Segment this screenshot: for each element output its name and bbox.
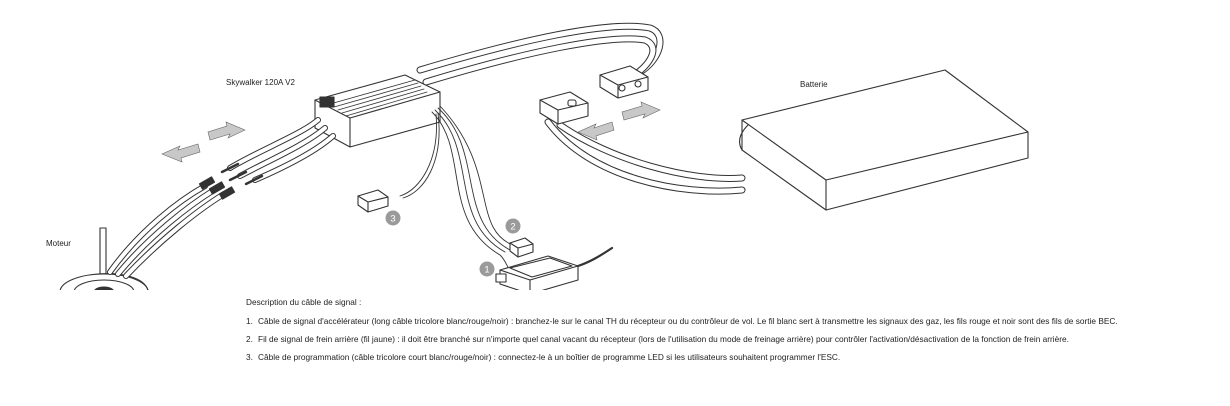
- item-text: Câble de signal d'accélérateur (long câb…: [258, 316, 1118, 326]
- battery-label: Batterie: [800, 80, 828, 89]
- arrow-icon: [161, 143, 201, 163]
- programming-connector: [357, 189, 389, 213]
- esc-signal-wires: [399, 105, 521, 281]
- svg-text:1: 1: [484, 265, 489, 276]
- item-text: Câble de programmation (câble tricolore …: [258, 352, 841, 362]
- diagram-drawing: 3 2 1: [59, 22, 1029, 290]
- svg-text:2: 2: [510, 222, 515, 233]
- esc-connector: [599, 65, 649, 99]
- callout-2: 2: [505, 218, 521, 234]
- item-number: 2.: [246, 334, 253, 344]
- esc-body: [314, 74, 441, 148]
- esc-battery-leads: [416, 22, 664, 86]
- battery-leads: [544, 118, 746, 195]
- receiver: [495, 246, 614, 290]
- description-item-2: 2. Fil de signal de frein arrière (fil ja…: [246, 333, 1206, 346]
- description-item-3: 3. Câble de programmation (câble tricolor…: [246, 351, 1206, 364]
- item-number: 3.: [246, 352, 253, 362]
- battery-connector: [539, 91, 589, 125]
- description-title: Description du câble de signal :: [246, 297, 362, 307]
- battery: [739, 69, 1029, 211]
- svg-text:3: 3: [390, 214, 395, 225]
- signal-cable-description: Description du câble de signal : 1. Câble…: [246, 296, 1206, 369]
- description-item-1: 1. Câble de signal d'accélérateur (long c…: [246, 315, 1206, 328]
- motor-leads: [107, 176, 236, 279]
- motor-label: Moteur: [46, 239, 71, 248]
- esc-label: Skywalker 120A V2: [226, 78, 295, 87]
- arrow-icon: [621, 101, 661, 121]
- callout-3: 3: [385, 210, 401, 226]
- item-text: Fil de signal de frein arrière (fil jaun…: [258, 334, 1069, 344]
- esc-motor-leads: [220, 117, 336, 186]
- callout-1: 1: [479, 261, 495, 277]
- description-list: 1. Câble de signal d'accélérateur (long c…: [246, 315, 1206, 364]
- arrow-icon: [577, 121, 615, 141]
- item-number: 1.: [246, 316, 253, 326]
- brake-connector: [509, 237, 534, 258]
- arrow-icon: [207, 121, 246, 141]
